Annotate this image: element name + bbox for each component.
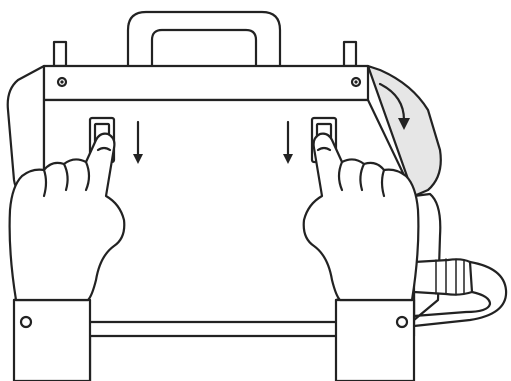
carry-handle	[128, 12, 280, 66]
cable	[414, 259, 506, 326]
